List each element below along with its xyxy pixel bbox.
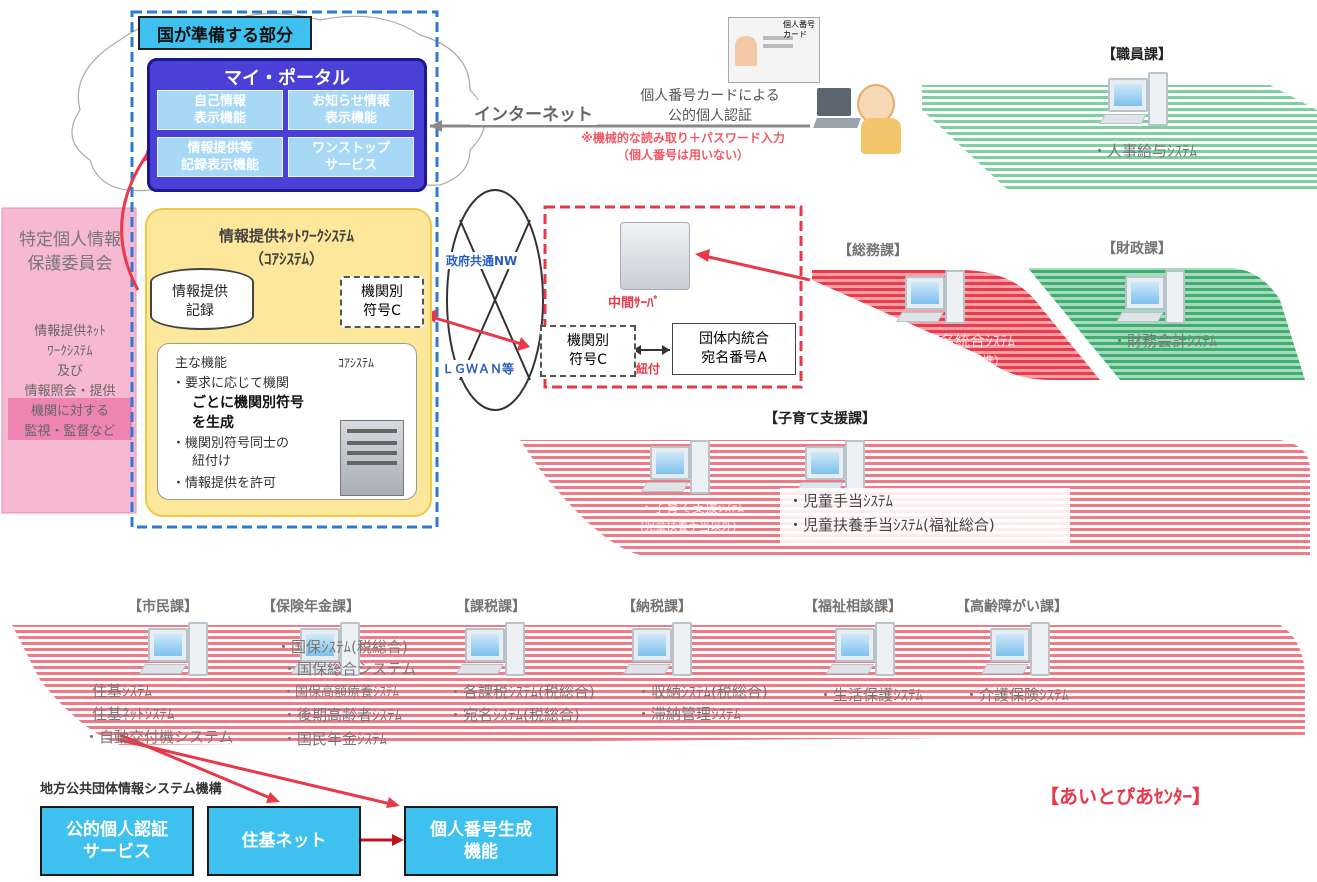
citizen-computer-icon [139,622,208,684]
function-line-2: ごとに機関別符号 [192,395,304,411]
arrow-general-middle [699,253,811,282]
general-system-2: （中間ｻｰﾊﾞ連携） [910,354,1007,368]
elderly-computer-icon [981,622,1050,684]
wan-bottom-label: ＬＧＷＡＮ等 [442,360,515,377]
general-system-1: ・宛名統合ｼｽﾃﾑ [910,332,1016,350]
insurance-system-5: ・国民年金ｼｽﾃﾑ [282,730,388,748]
arrow-committee-portal [120,149,152,291]
childcare-systems-b [780,488,1070,544]
auth-note: ※機械的な読み取り＋パスワード入力 （個人番号は用いない） [581,131,785,162]
welfare-system: ・生活保護ｼｽﾃﾑ [818,686,924,704]
collection-system-1: ・収納ｼｽﾃﾑ(税総合) [636,683,768,701]
center-label: 【あいとぴあｾﾝﾀｰ】 [1040,786,1212,808]
committee-desc: 情報提供ﾈｯﾄ ﾜｰｸｼｽﾃﾑ 及び 情報照会・提供 機関に対する 監視・監督な… [24,324,116,439]
citizen-system-1: 住基ｼｽﾃﾑ [92,682,153,700]
function-line-6: ・情報提供を許可 [172,476,277,491]
internet-label: インターネット [470,100,597,125]
function-line-4: ・機関別符号同士の [172,436,290,451]
dept-welfare: 【福祉相談課】 [804,599,902,615]
national-frame [130,10,439,529]
finance-band [1028,268,1305,380]
elderly-system: ・介護保険ｼｽﾃﾑ [964,686,1070,704]
arrow-citizen-org2 [119,738,396,807]
portal-record: 情報提供等 記録表示機能 [157,137,283,177]
staff-system: ・人事給与ｼｽﾃﾑ [1092,142,1198,160]
portal-self-info: 自己情報 表示機能 [157,90,283,130]
functions-title: 主な機能 [175,356,228,371]
citizen-system-2: 住基ﾈｯﾄｼｽﾃﾑ [92,705,175,723]
network-title: 情報提供ﾈｯﾄﾜｰｸｼｽﾃﾑ [218,227,354,245]
childcare-system-b1: ・児童手当ｼｽﾃﾑ [788,492,894,510]
record-label: 情報提供 記録 [172,284,228,319]
core-system-label: ｺｱｼｽﾃﾑ [338,356,375,370]
citizen-system-3: ・自動交付機システム [84,728,234,746]
dept-general: 【総務課】 [838,243,908,259]
dept-finance: 【財政課】 [1102,241,1172,257]
welfare-computer-icon [826,622,895,684]
collection-computer-icon [623,622,692,684]
committee-panel [1,207,137,514]
collection-system-2: ・滞納管理ｼｽﾃﾑ [636,705,742,723]
dept-insurance: 【保険年金課】 [262,599,360,615]
middle-server-frame [543,205,803,389]
childcare-system-a2: (児童扶養手当以外) [640,520,737,533]
dept-collection: 【納税課】 [622,599,692,615]
core-code-c: 機関別 符号C [340,276,424,328]
tax-computer-icon [456,622,525,684]
local-org-title: 地方公共団体情報システム機構 [40,782,222,797]
arrow-code-middle [424,313,526,347]
function-line-1: ・要求に応じて機関 [172,376,290,391]
dept-tax: 【課税課】 [456,599,526,615]
server-rack-icon [340,420,404,496]
insurance-system-2: ・国保総合システム [282,660,417,678]
finance-system: ・財務会計ｼｽﾃﾑ [1112,332,1218,350]
user-at-computer-icon [813,82,905,162]
dept-citizen: 【市民課】 [128,599,198,615]
dept-staff: 【職員課】 [1102,47,1172,63]
committee-title: 特定個人情報 保護委員会 [19,230,121,274]
auth-label: 個人番号カードによる 公的個人認証 [640,88,780,124]
tax-system-2: ・宛名ｼｽﾃﾑ(税総合) [448,706,580,724]
org-public-auth: 公的個人認証 サービス [40,806,194,876]
function-line-5: 紐付け [192,454,232,469]
portal-notice: お知らせ情報 表示機能 [288,90,414,130]
wan-top-label: 政府共通NW [446,252,518,269]
network-subtitle: （ｺｱｼｽﾃﾑ） [248,250,324,268]
finance-computer-icon [1116,270,1185,332]
staff-computer-icon [1099,72,1168,134]
portal-title: マイ・ポータル [224,68,350,89]
middle-server-label: 中間ｻｰﾊﾞ [608,296,661,311]
record-cylinder [150,268,254,330]
dept-childcare: 【子育て支援課】 [764,411,876,427]
insurance-system-4: ・後期高齢者ｼｽﾃﾑ [282,706,403,724]
wan-ellipse [446,189,544,411]
middle-server-icon [620,222,690,290]
general-computer-icon [896,270,965,332]
national-title: 国が準備する部分 [138,16,312,50]
function-line-3: を生成 [192,415,234,431]
childcare-system-b2: ・児童扶養手当ｼｽﾃﾑ(福祉総合) [788,516,995,534]
insurance-system-3: ・国保高額療養ｼｽﾃﾑ [282,685,400,700]
childcare-computer-icon-2 [796,440,865,502]
insurance-system-1: ・国保ｼｽﾃﾑ(税総合) [276,638,408,656]
childcare-system-a1: ・子育て支援ｼｽﾃﾑ [640,501,745,516]
middle-code-c: 機関別 符号C [540,325,636,377]
org-number-generation: 個人番号生成 機能 [404,806,558,876]
my-number-card: 個人番号 カード [728,17,820,83]
link-label: 紐付 [636,362,661,376]
org-juki-net: 住基ネット [207,806,361,876]
general-band [812,270,1100,380]
address-number-a: 団体内統合 宛名番号A [672,323,796,375]
dept-elderly: 【高齢障がい課】 [956,599,1068,615]
childcare-computer-icon-1 [641,440,710,502]
card-title: 個人番号 カード [783,20,815,39]
portal-onestop: ワンストップ サービス [288,137,414,177]
tax-system-1: ・各課税ｼｽﾃﾑ(税総合) [448,683,595,701]
insurance-computer-icon [291,622,360,684]
staff-band [922,85,1317,192]
